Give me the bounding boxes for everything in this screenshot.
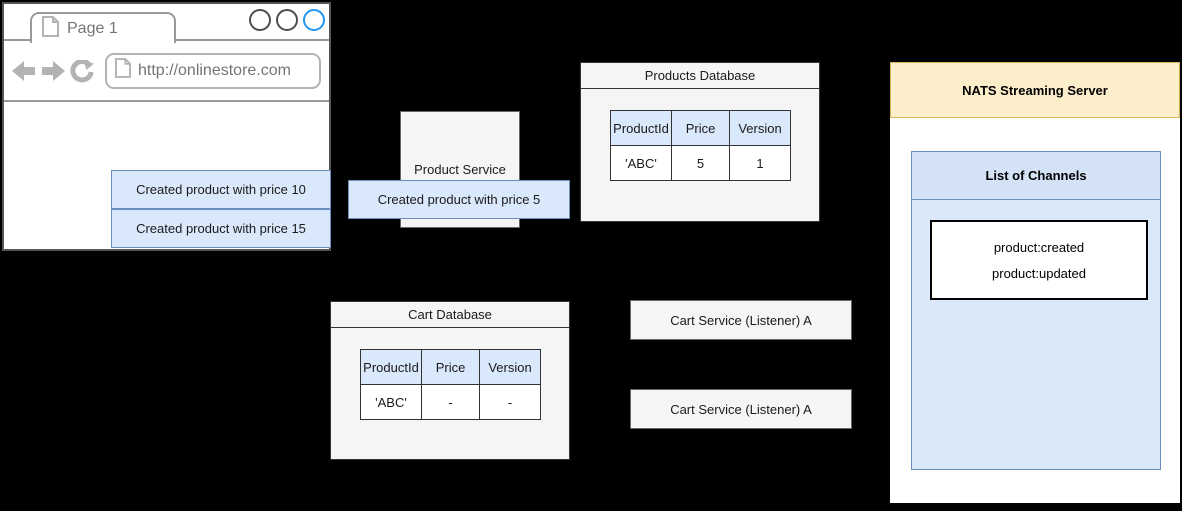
- event-label: Created product with price 10: [136, 182, 306, 197]
- event-box-price-15: Created product with price 15: [111, 209, 331, 248]
- page-icon: [42, 15, 59, 42]
- url-text: http://onlinestore.com: [138, 61, 291, 79]
- event-box-price-5: Created product with price 5: [348, 180, 570, 219]
- cart-database-title: Cart Database: [331, 302, 569, 328]
- products-database-table: ProductId Price Version 'ABC' 5 1: [610, 110, 791, 181]
- table-header-cell: Price: [671, 110, 730, 146]
- table-header-cell: Price: [421, 349, 480, 385]
- channel-list-box: product:created product:updated: [930, 220, 1148, 300]
- table-cell: -: [479, 384, 541, 420]
- forward-icon[interactable]: [41, 60, 65, 82]
- nats-server-panel: NATS Streaming Server List of Channels p…: [890, 62, 1180, 503]
- table-cell: 1: [729, 145, 791, 181]
- event-label: Created product with price 5: [377, 192, 541, 207]
- cart-database-panel: Cart Database ProductId Price Version 'A…: [330, 301, 570, 460]
- browser-tab[interactable]: Page 1: [30, 12, 176, 45]
- product-service-label: Product Service: [414, 162, 506, 177]
- window-control-circle-1[interactable]: [249, 9, 271, 31]
- cart-database-table: ProductId Price Version 'ABC' - -: [360, 349, 541, 420]
- window-control-circle-active[interactable]: [303, 9, 325, 31]
- table-cell: -: [421, 384, 480, 420]
- back-icon[interactable]: [12, 60, 36, 82]
- channels-panel: List of Channels product:created product…: [911, 151, 1161, 470]
- table-cell: 5: [671, 145, 730, 181]
- cart-service-label: Cart Service (Listener) A: [670, 401, 812, 417]
- url-input[interactable]: http://onlinestore.com: [105, 52, 321, 89]
- tab-title: Page 1: [67, 19, 118, 37]
- table-header-cell: ProductId: [360, 349, 422, 385]
- cart-service-label: Cart Service (Listener) A: [670, 312, 812, 328]
- products-database-panel: Products Database ProductId Price Versio…: [580, 62, 820, 222]
- window-controls: [249, 9, 325, 31]
- table-cell: 'ABC': [360, 384, 422, 420]
- cart-service-listener-2: Cart Service (Listener) A: [630, 389, 852, 429]
- url-page-icon: [115, 58, 131, 83]
- channels-title: List of Channels: [912, 152, 1160, 200]
- nats-server-title: NATS Streaming Server: [890, 62, 1180, 118]
- browser-navbar: http://onlinestore.com: [4, 41, 329, 102]
- event-label: Created product with price 15: [136, 221, 306, 236]
- event-box-price-10: Created product with price 10: [111, 170, 331, 209]
- table-header-cell: Version: [729, 110, 791, 146]
- browser-tabstrip: Page 1: [4, 4, 329, 45]
- products-database-title: Products Database: [581, 63, 819, 89]
- table-cell: 'ABC': [610, 145, 672, 181]
- refresh-icon[interactable]: [70, 58, 94, 82]
- table-header-cell: Version: [479, 349, 541, 385]
- table-header-cell: ProductId: [610, 110, 672, 146]
- cart-service-listener-1: Cart Service (Listener) A: [630, 300, 852, 340]
- channel-item: product:created: [993, 239, 1085, 255]
- channel-item: product:updated: [992, 265, 1086, 281]
- window-control-circle-2[interactable]: [276, 9, 298, 31]
